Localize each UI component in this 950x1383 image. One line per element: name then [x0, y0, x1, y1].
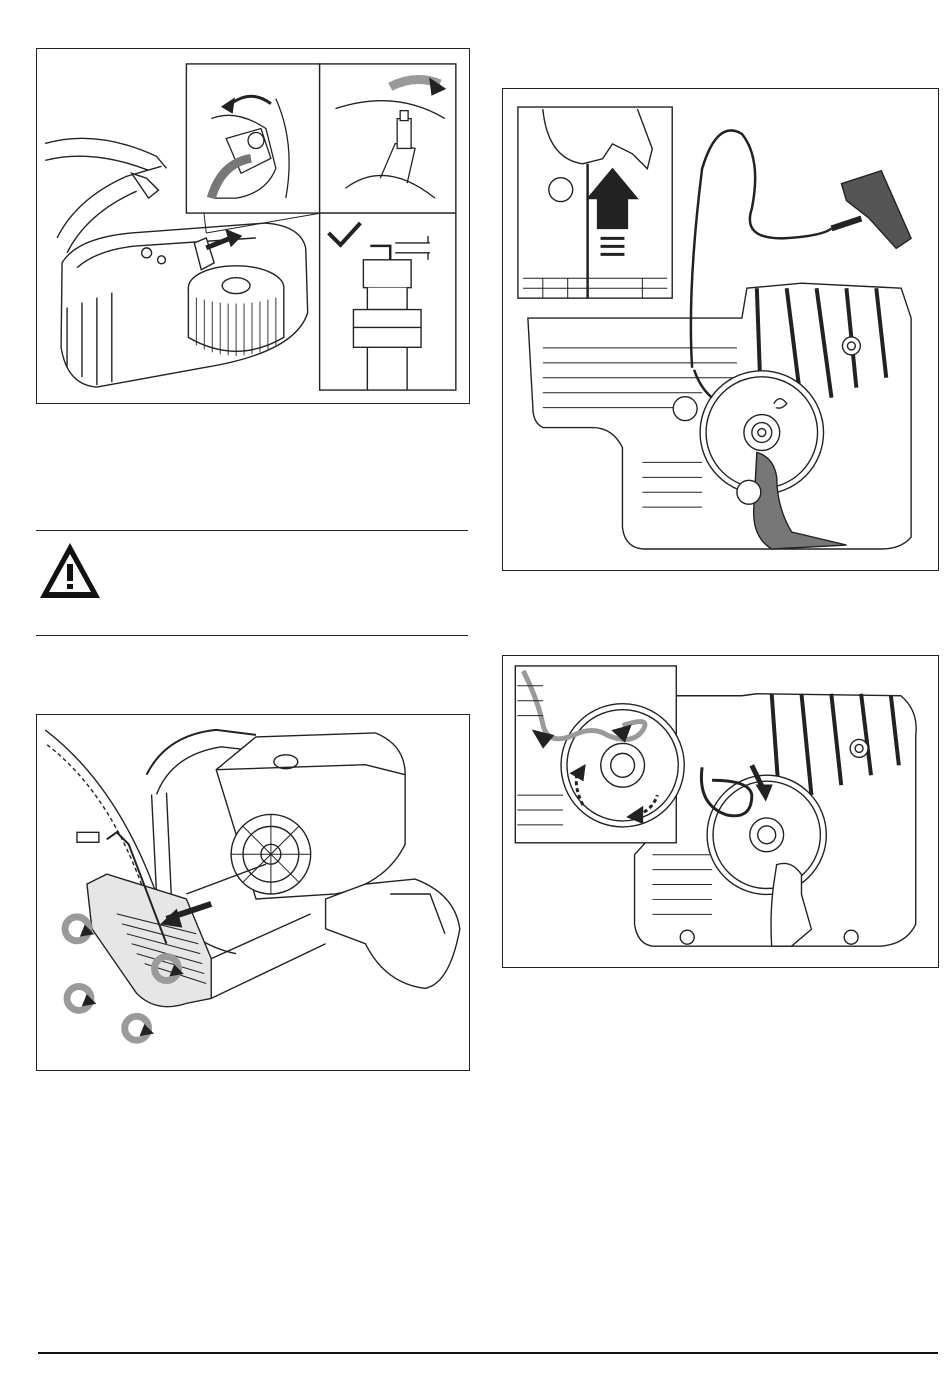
warning-bottom-rule — [36, 635, 468, 636]
starter-removal-illustration — [37, 715, 469, 1070]
pull-rope-illustration — [503, 89, 938, 570]
rope-wind-illustration — [503, 656, 938, 967]
figure-pull-rope — [502, 88, 939, 571]
spark-plug-illustration — [37, 49, 469, 403]
figure-rope-wind — [502, 655, 939, 968]
warning-triangle-icon — [37, 540, 103, 602]
figure-starter-removal — [36, 714, 470, 1071]
figure-spark-plug — [36, 48, 470, 404]
warning-top-rule — [36, 530, 468, 531]
footer-rule — [38, 1352, 938, 1354]
